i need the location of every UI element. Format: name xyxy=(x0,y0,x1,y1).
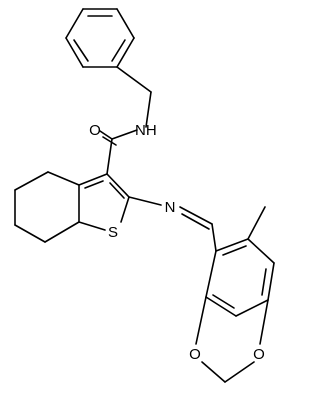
benzodioxole-ring xyxy=(205,206,275,317)
label-thiophene-sulfur: S xyxy=(108,224,118,241)
cyclohexane-ring xyxy=(14,171,80,243)
imine-linker xyxy=(128,196,217,252)
molecule-drawing: NH O N S O O xyxy=(14,8,275,383)
structure-canvas: NH O N S O O xyxy=(14,8,275,383)
label-imine-nitrogen: N xyxy=(165,199,176,216)
amide-linker xyxy=(99,66,152,175)
thiophene-ring xyxy=(78,173,130,231)
benzyl-phenyl-ring xyxy=(65,8,135,68)
atom-labels: NH O N S O O xyxy=(89,122,265,363)
label-carbonyl-oxygen: O xyxy=(89,122,101,139)
label-dioxole-oxygen-right: O xyxy=(253,346,265,363)
label-dioxole-oxygen-left: O xyxy=(189,346,201,363)
label-amide-nitrogen: NH xyxy=(135,122,157,139)
dioxole-ring xyxy=(195,296,269,383)
